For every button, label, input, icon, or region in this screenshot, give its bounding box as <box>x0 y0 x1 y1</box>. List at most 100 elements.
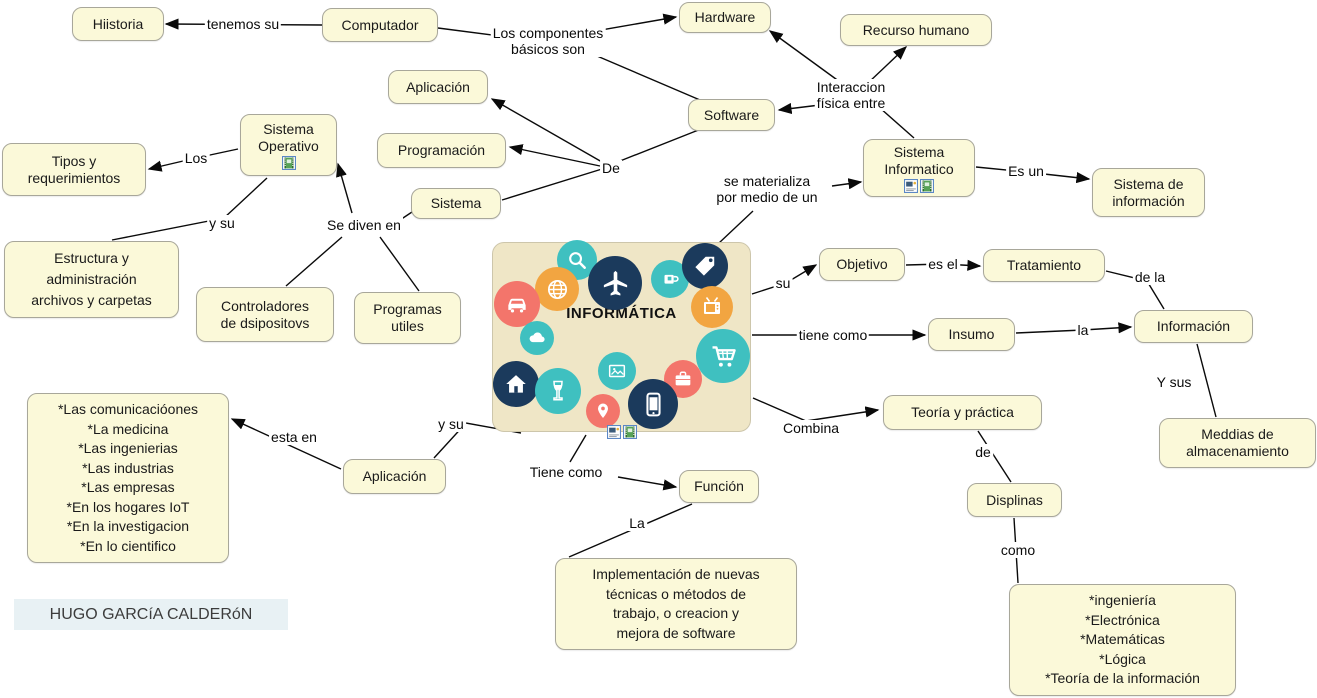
node-software[interactable]: Software <box>688 99 775 131</box>
linking-phrase-de-software: De <box>600 160 622 176</box>
node-aplicacion[interactable]: Aplicación <box>343 459 446 494</box>
edge-se-materializa-sistema-informatico <box>831 178 863 190</box>
node-aplicacion-software[interactable]: Aplicación <box>388 70 488 104</box>
edge-sistema-de <box>501 168 603 201</box>
edge-informacion-meddias <box>1196 343 1217 418</box>
edge-interaccion-recurso-humano <box>867 46 908 84</box>
author-name: HUGO GARCíA CALDERóN <box>49 605 253 623</box>
node-sistema[interactable]: Sistema <box>411 188 501 219</box>
node-label: Aplicación <box>406 78 470 95</box>
node-objetivo[interactable]: Objetivo <box>819 248 905 281</box>
linking-phrase-es-el: es el <box>926 256 960 272</box>
edge-center-se-materializa <box>718 210 754 244</box>
edge-interaccion-hardware <box>768 30 841 83</box>
video-resource-icon[interactable] <box>281 155 296 170</box>
node-label: Hardware <box>694 9 756 25</box>
node-aplicaciones-list[interactable]: *Las comunicacióones*La medicina*Las ing… <box>27 393 229 563</box>
linking-phrase-la-informacion: la <box>1075 322 1091 338</box>
edge-componentes-software <box>589 52 701 101</box>
node-resource-icons <box>281 155 296 170</box>
node-displinas[interactable]: Displinas <box>967 483 1062 517</box>
smartphone-icon <box>628 379 678 429</box>
video-resource-icon[interactable] <box>622 425 637 439</box>
node-informacion[interactable]: Información <box>1134 310 1253 343</box>
node-label: Sistema <box>430 195 482 211</box>
linking-phrase-tiene-como-funcion: Tiene como <box>527 464 605 480</box>
edge-tienecomo-funcion <box>617 476 678 491</box>
airplane-icon <box>588 256 642 310</box>
node-resource-icons <box>904 178 934 193</box>
edge-de-programacion <box>508 144 601 167</box>
image-resource-icon[interactable] <box>904 178 918 193</box>
car-icon <box>494 281 540 327</box>
node-recurso-humano[interactable]: Recurso humano <box>840 14 992 46</box>
edge-sediven-so <box>336 162 353 214</box>
edge-de-software-line <box>619 128 702 162</box>
price-tag-icon <box>682 243 728 289</box>
shopping-cart-icon <box>696 329 750 383</box>
edge-center-tiene-como <box>569 434 587 463</box>
node-label: Objetivo <box>836 256 888 272</box>
wine-glass-icon <box>535 368 581 414</box>
node-label: Displinas <box>986 491 1043 508</box>
node-hardware[interactable]: Hardware <box>679 2 771 33</box>
linking-phrase-combina: Combina <box>780 420 842 436</box>
linking-phrase-tiene-como-insumo: tiene como <box>796 327 870 343</box>
linking-phrase-tenemos-su: tenemos su <box>204 16 282 32</box>
image-resource-icon[interactable] <box>606 425 621 439</box>
edge-interaccion-software <box>777 102 821 115</box>
node-teoria-y-practica[interactable]: Teoría y práctica <box>883 395 1042 430</box>
linking-phrase-y-su-aplicacion: y su <box>436 416 466 432</box>
edge-sediven-programas <box>379 236 420 292</box>
center-node-informatica[interactable]: INFORMÁTICA <box>492 240 751 439</box>
node-insumo[interactable]: Insumo <box>928 318 1015 351</box>
center-resource-icons <box>606 425 637 439</box>
node-label: Insumo <box>948 326 995 342</box>
linking-phrase-su: su <box>773 275 793 291</box>
node-hiistoria[interactable]: Hiistoria <box>72 7 164 41</box>
node-disciplinas-list[interactable]: *ingeniería*Electrónica*Matemáticas*Lógi… <box>1009 584 1236 696</box>
node-label: Tratamiento <box>1006 257 1082 273</box>
node-tratamiento[interactable]: Tratamiento <box>983 249 1105 282</box>
node-label: Teoría y práctica <box>911 404 1014 420</box>
linking-phrase-y-su-estructura: y su <box>207 215 237 231</box>
node-computador[interactable]: Computador <box>322 8 438 42</box>
node-label: Información <box>1156 318 1231 334</box>
edge-insumo-informacion <box>1015 322 1133 334</box>
node-label: *ingeniería*Electrónica*Matemáticas*Lógi… <box>1045 592 1200 687</box>
node-label: Programación <box>397 142 486 158</box>
edge-sediven-controladores <box>285 236 343 287</box>
video-resource-icon[interactable] <box>920 178 934 193</box>
edge-de-aplicacion <box>490 98 603 163</box>
tv-icon <box>691 286 733 328</box>
node-programacion[interactable]: Programación <box>377 133 506 168</box>
node-funcion[interactable]: Función <box>679 470 759 503</box>
linking-phrase-de-displinas: de <box>973 444 993 460</box>
informatica-title: INFORMÁTICA <box>566 305 677 322</box>
author-badge: HUGO GARCíA CALDERóN <box>14 599 288 630</box>
node-label: Aplicación <box>362 468 427 484</box>
location-pin-icon <box>586 394 620 428</box>
linking-phrase-la-implementacion: La <box>627 515 647 531</box>
